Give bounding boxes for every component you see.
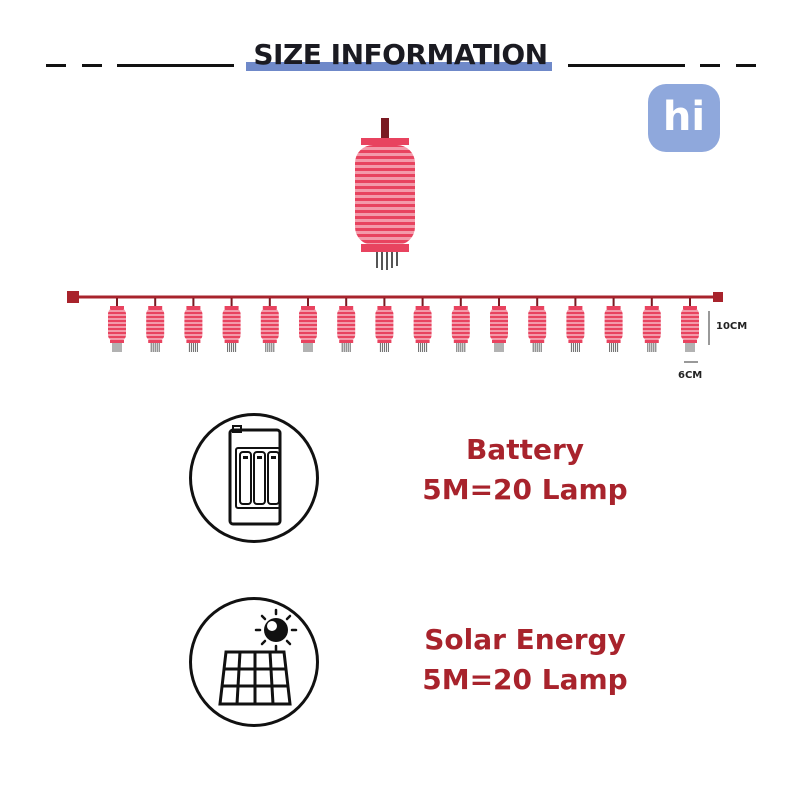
small-lantern-icon [375,298,394,352]
header-dash [117,64,234,67]
small-lantern-icon [108,298,126,352]
battery-title: Battery [465,433,585,466]
small-lantern-icon [604,298,623,352]
battery-option-circle [189,413,319,543]
lantern-illustration [67,118,723,363]
page-title: SIZE INFORMATION [253,38,548,71]
small-lantern-icon [146,298,165,352]
small-lantern-icon [528,298,547,352]
panel-grid [218,650,292,706]
width-label: 6CM [678,370,703,381]
small-lantern-icon [337,298,356,352]
solar-info: Solar Energy 5M=20 Lamp [390,620,660,700]
header: SIZE INFORMATION [0,30,800,80]
solar-option-circle [189,597,319,727]
small-lantern-icon [566,298,585,352]
small-lantern-icon [299,298,317,352]
solar-title: Solar Energy [424,623,626,656]
header-dash [82,64,102,67]
small-lantern-icon [413,298,432,352]
battery-box-icon [228,425,282,526]
solar-panel-icon [218,608,298,706]
battery-capacity: 5M=20 Lamp [422,473,628,506]
small-lantern-icon [490,298,508,352]
small-lantern-icon [260,298,279,352]
height-label: 10CM [716,321,748,332]
small-lantern-icon [184,298,203,352]
small-lantern-icon [681,298,699,352]
large-lantern-icon [355,118,415,270]
small-lantern-icon [642,298,661,352]
lantern-string-row [108,298,699,352]
string-end-right [713,292,723,302]
battery-info: Battery 5M=20 Lamp [390,430,660,510]
sun-icon [254,608,298,652]
header-dash [700,64,720,67]
header-dash [46,64,66,67]
string-end-left [67,291,79,303]
solar-capacity: 5M=20 Lamp [422,663,628,696]
hi-logo-badge: hi [648,84,720,152]
header-dash [736,64,756,67]
small-lantern-icon [451,298,470,352]
header-dash [568,64,685,67]
small-lantern-icon [222,298,241,352]
title-highlight [246,62,552,71]
